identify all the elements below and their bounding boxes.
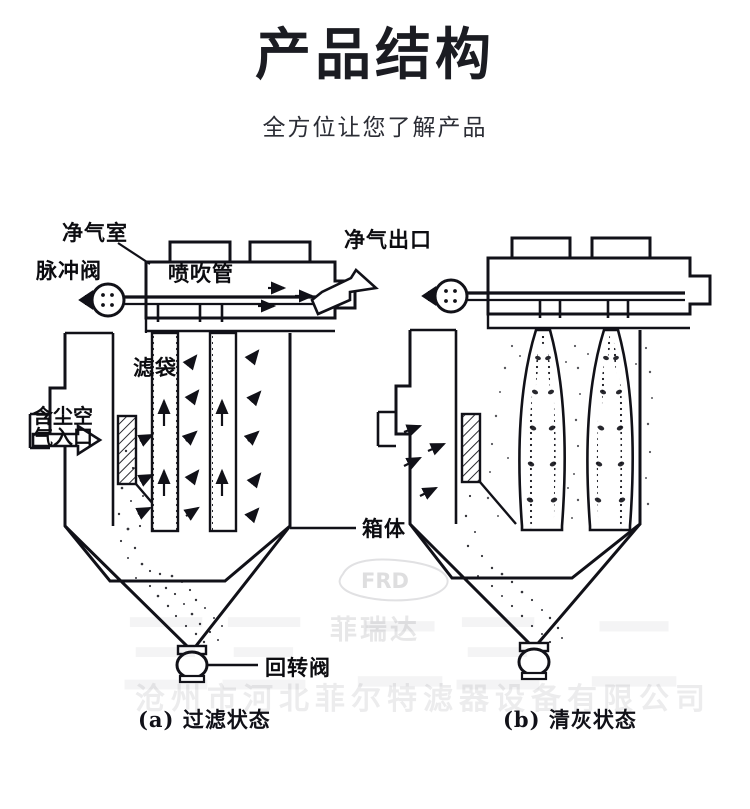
label-rotary-valve: 回转阀 (265, 656, 331, 680)
page-subtitle: 全方位让您了解产品 (262, 113, 488, 140)
label-filter-bag: 滤袋 (133, 356, 177, 380)
label-clean-air-chamber: 净气室 (62, 221, 128, 245)
filter-bag-right (208, 331, 238, 533)
page-header: 产品结构 全方位让您了解产品 (0, 0, 750, 142)
label-blow-pipe: 喷吹管 (168, 262, 234, 286)
page-title: 产品结构 (255, 23, 495, 86)
dust-left (117, 449, 223, 644)
unit-left-filtering (28, 240, 379, 684)
label-dusty-air-inlet: 含尘空 气入口 (33, 406, 93, 448)
flow-arrows-left (135, 281, 315, 524)
label-clean-air-outlet: 净气出口 (344, 228, 432, 252)
label-dusty-air-inlet-line1: 含尘空 (33, 404, 93, 428)
clean-air-outlet-arrow (310, 267, 379, 316)
diagram-canvas (28, 236, 712, 684)
label-housing: 箱体 (362, 517, 406, 541)
filter-bag-left (150, 331, 180, 533)
dust-cloud-right (486, 344, 653, 521)
caption-cleaning-state: (b) 清灰状态 (503, 707, 637, 732)
label-pulse-valve: 脉冲阀 (36, 259, 102, 283)
caption-filtering-state: (a) 过滤状态 (138, 707, 271, 732)
product-structure-diagram: 三三 二三 二 沧州市河北菲尔特滤器设备有限公司 FRD 菲瑞达 净气室 脉冲阀… (0, 196, 750, 756)
filter-bag-bulged-right (586, 328, 634, 532)
unit-right-cleaning (376, 236, 712, 681)
filter-bag-bulged-left (518, 328, 566, 532)
shed-dust (526, 355, 626, 503)
label-dusty-air-inlet-line2: 气入口 (33, 425, 93, 449)
